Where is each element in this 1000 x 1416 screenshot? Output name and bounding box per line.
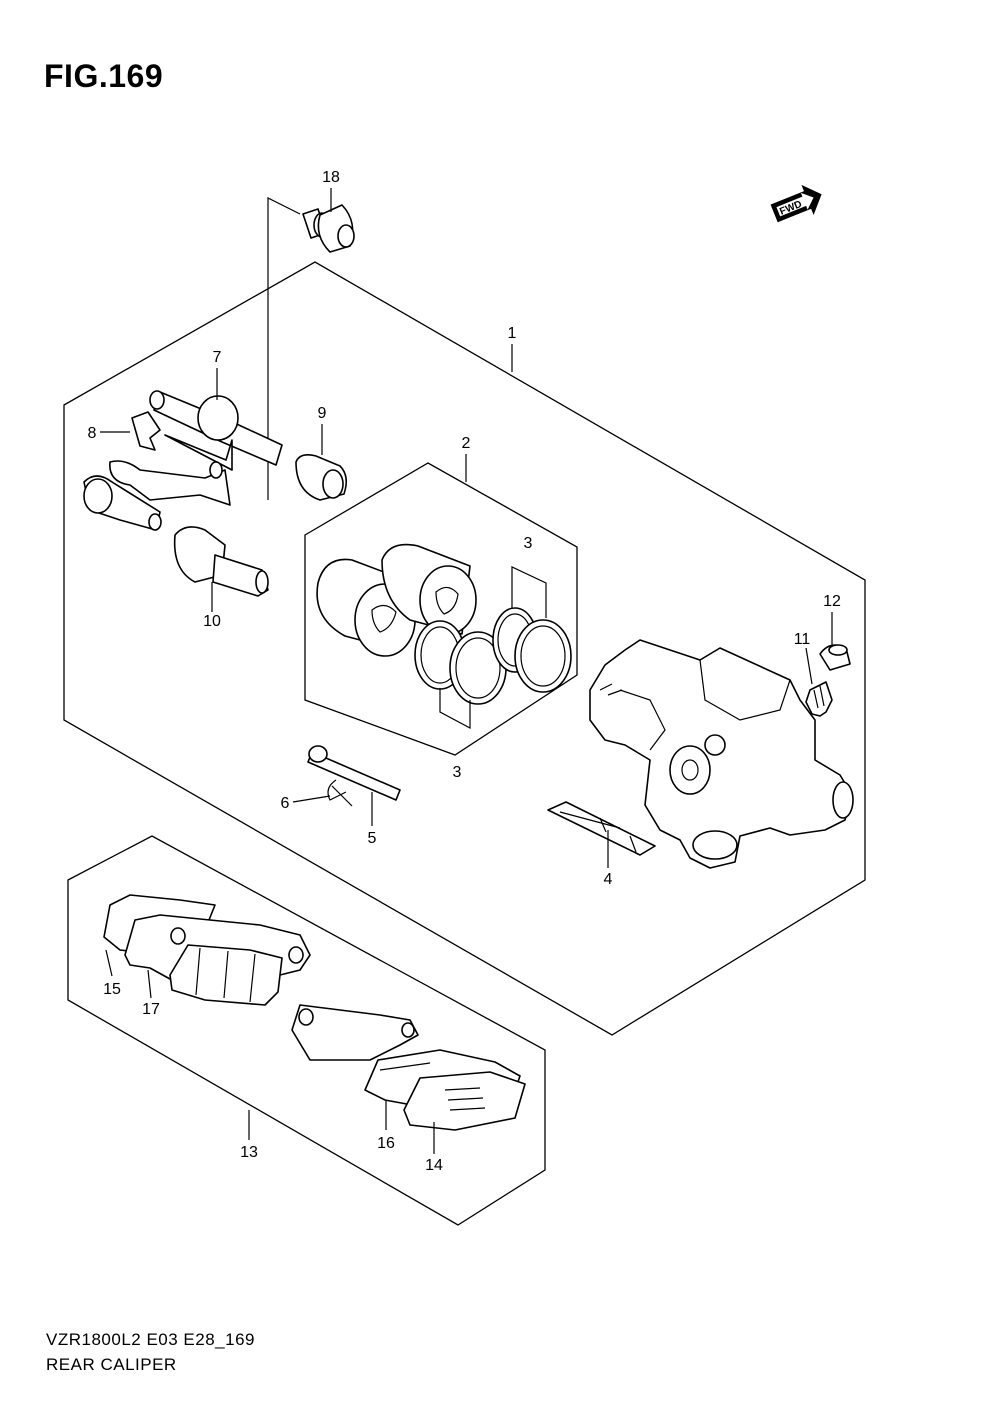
pad-shim-14 [403,1071,526,1131]
callout-10: 10 [203,613,221,630]
callout-13: 13 [240,1144,258,1161]
callout-12: 12 [823,593,841,610]
callout-9: 9 [318,405,327,422]
callout-4: 4 [604,871,613,888]
callout-8: 8 [88,425,97,442]
callout-15: 15 [103,981,121,998]
caliper-body [589,639,854,869]
callout-1: 1 [508,325,517,342]
callout-14: 14 [425,1157,443,1174]
pad-set-boundary [67,835,546,1226]
callout-18: 18 [322,169,340,186]
callout-3-lower: 3 [453,764,462,781]
pad-shim-right [291,1004,419,1061]
bracket-8 [131,411,161,451]
caliper-bracket [83,460,231,531]
pad-friction-left [169,944,283,1006]
callout-11: 11 [794,631,811,648]
bolt-guide-line [267,197,301,500]
caliper-assembly-boundary [63,261,866,1036]
model-code: VZR1800L2 E03 E28_169 [46,1330,255,1349]
bleeder-valve-11 [805,681,833,717]
callout-3-upper: 3 [524,535,533,552]
pistons-2 [316,543,477,657]
boot-pin-10 [173,526,269,597]
fwd-direction-badge: FWD [770,184,822,223]
callout-7: 7 [213,349,222,366]
callout-6: 6 [281,795,290,812]
slide-pin-7 [149,390,283,471]
callout-16: 16 [377,1135,395,1152]
figure-title: FIG.169 [44,58,164,94]
pad-spring-4 [547,801,656,856]
callout-17: 17 [142,1001,160,1018]
pad-pin-5 [307,745,401,801]
clip-6 [327,779,353,807]
callout-2: 2 [462,435,471,452]
seals-3 [414,566,572,729]
boot-9 [295,454,348,501]
leader-lines [100,188,833,1154]
diagram-name: REAR CALIPER [46,1355,177,1374]
piston-set-boundary [304,462,578,756]
bleeder-cap-12 [819,644,851,671]
callout-5: 5 [368,830,377,847]
bolt-18 [302,204,355,253]
